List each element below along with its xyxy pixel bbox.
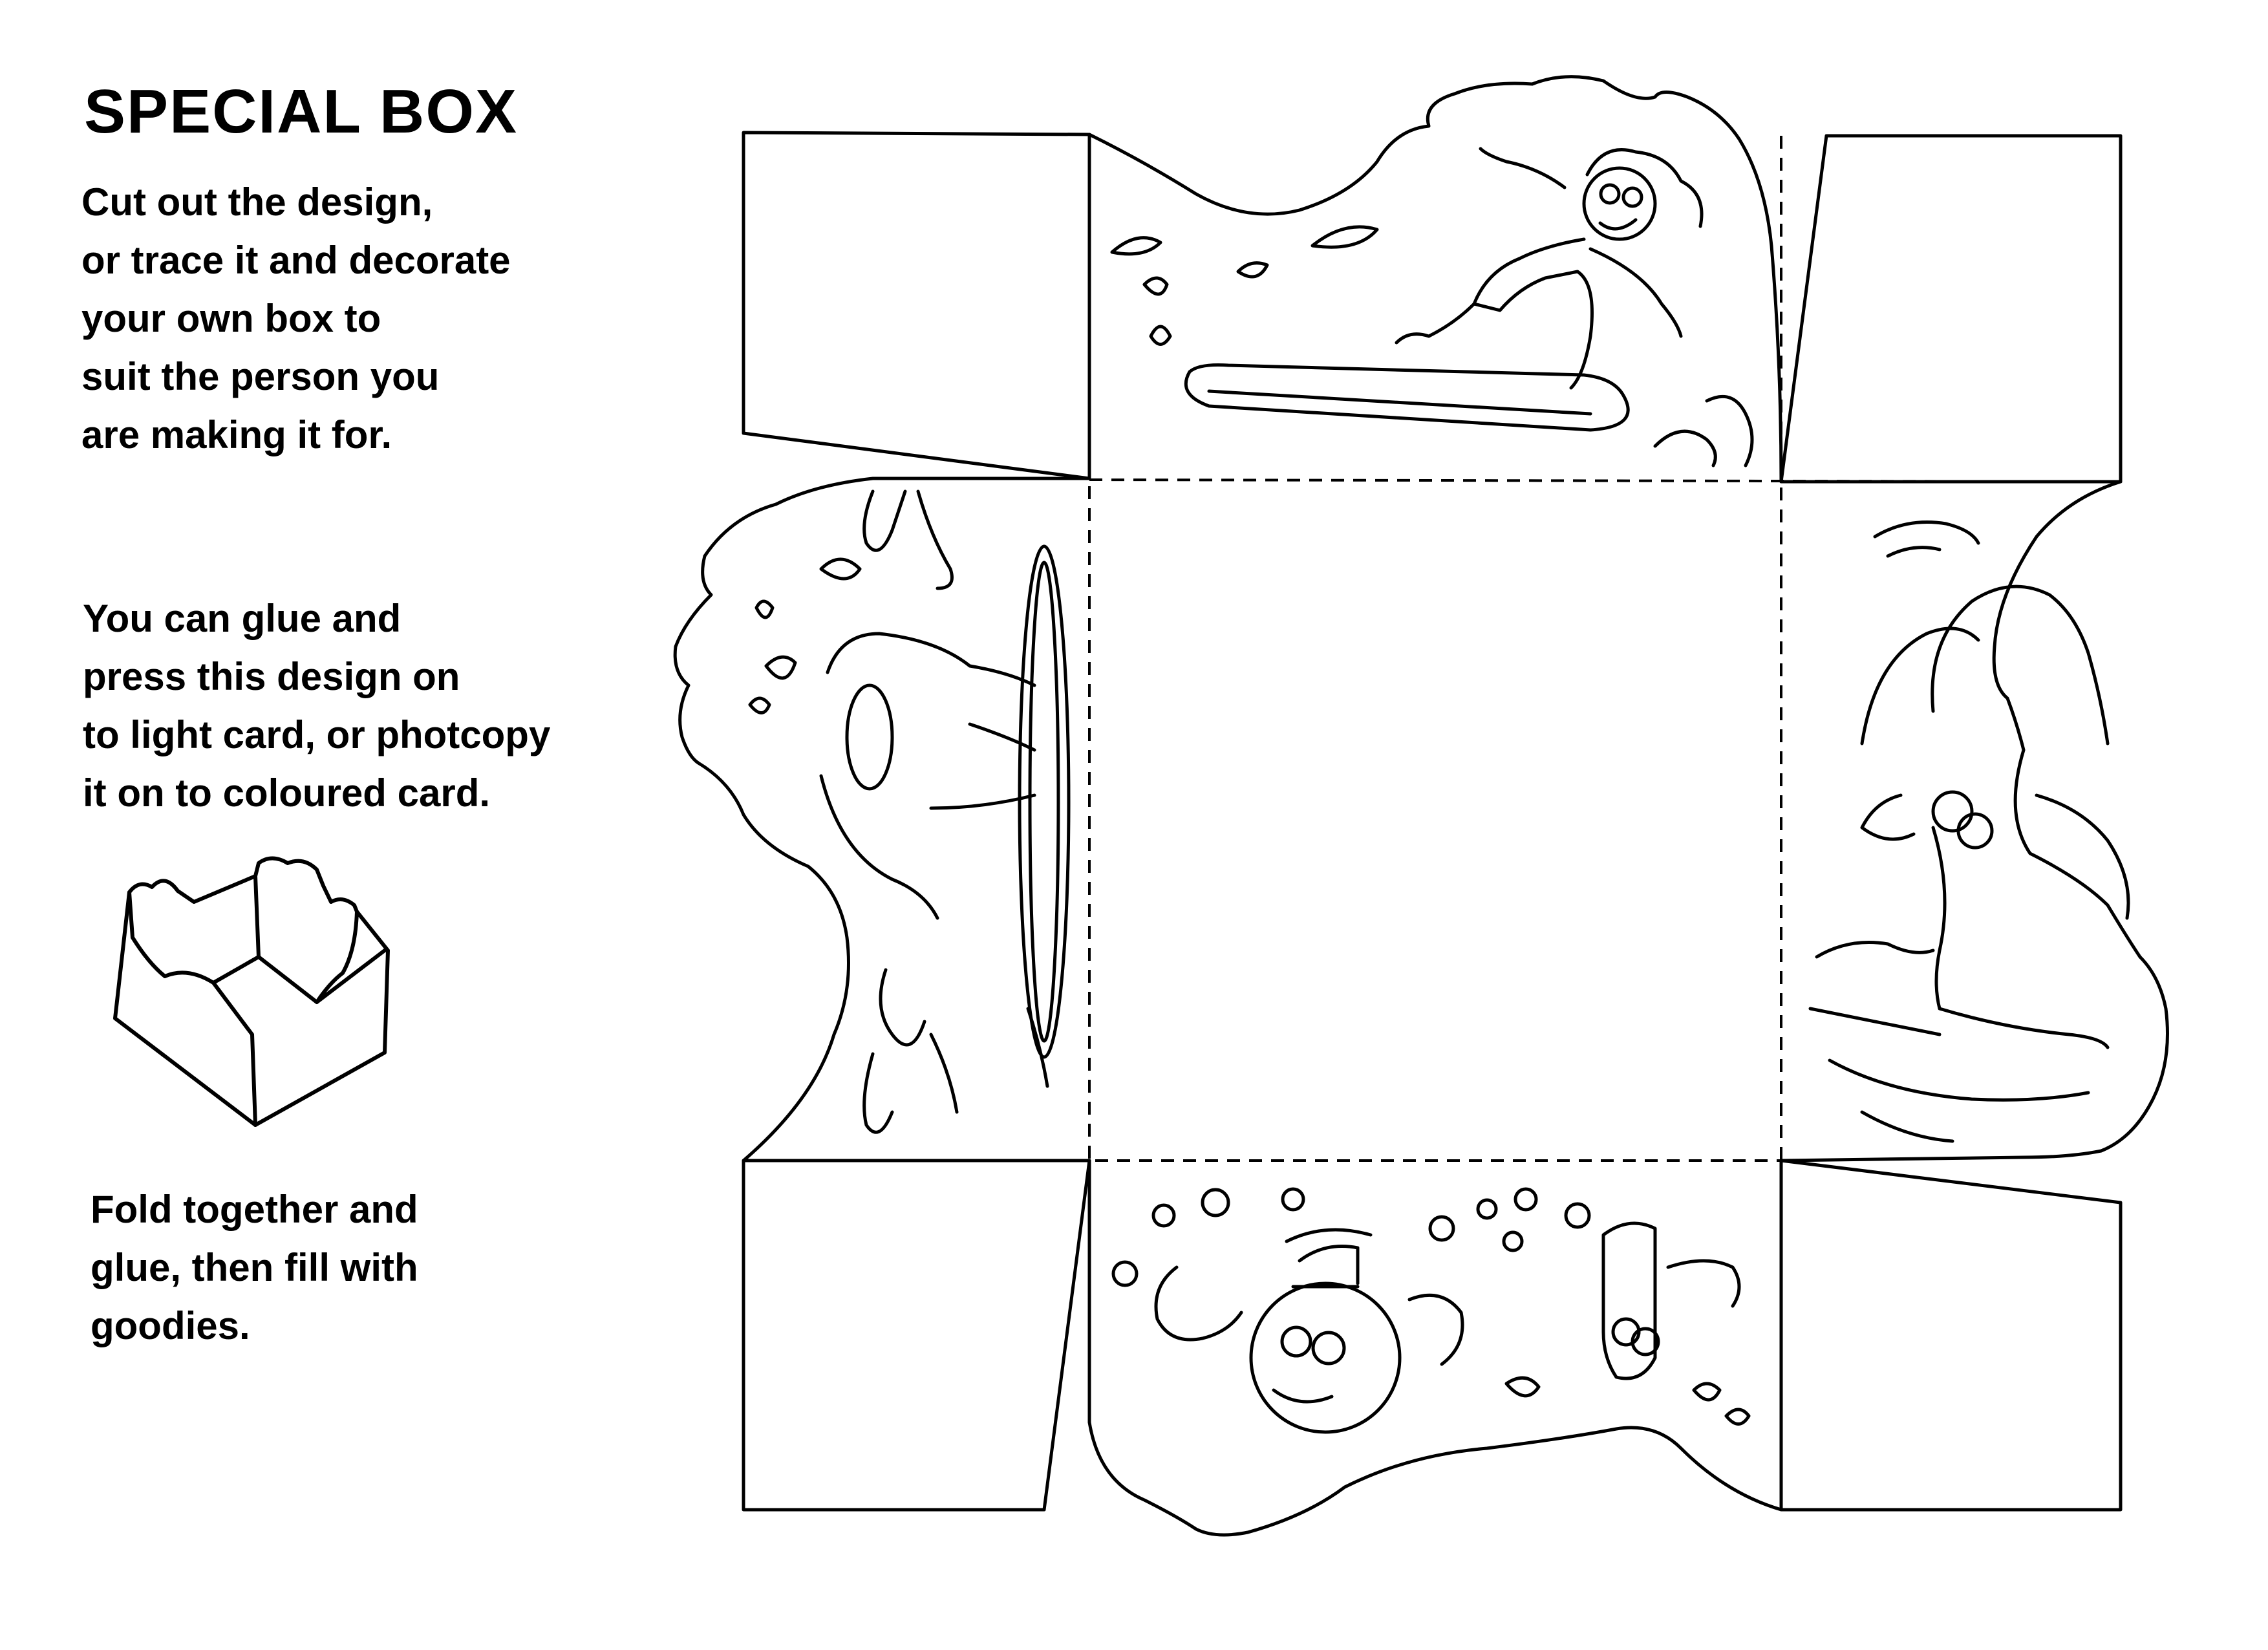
surfer-illustration <box>1110 147 1754 467</box>
instruction-line: glue, then fill with <box>91 1246 418 1289</box>
juggler-illustration <box>1111 1187 1751 1434</box>
instruction-line: it on to coloured card. <box>83 771 491 815</box>
instruction-line: your own box to <box>81 297 381 340</box>
instruction-line: You can glue and <box>83 597 401 640</box>
instruction-line: Cut out the design, <box>81 180 433 224</box>
top-flap-outline <box>1087 75 1783 484</box>
page-title: SPECIAL BOX <box>84 77 519 146</box>
instruction-line: suit the person you <box>81 355 440 398</box>
right-flap-outline <box>1779 480 2169 1162</box>
instruction-glue-card: You can glue and press this design on to… <box>83 590 550 822</box>
instruction-line: or trace it and decorate <box>81 239 511 282</box>
instruction-fold: Fold together and glue, then fill with g… <box>91 1181 418 1355</box>
glue-tab-bottom-left <box>742 1159 1091 1512</box>
parrot-illustration <box>1808 520 2130 1143</box>
left-flap-outline <box>673 477 1091 1162</box>
fold-line-top <box>1089 478 2121 483</box>
instruction-line: are making it for. <box>81 413 392 456</box>
instruction-line: press this design on <box>83 655 460 698</box>
instruction-cut-out: Cut out the design, or trace it and deco… <box>81 173 511 464</box>
bottom-flap-outline <box>1087 1159 1783 1537</box>
glue-tab-bottom-right <box>1779 1159 2123 1512</box>
diver-illustration <box>748 489 1071 1134</box>
instruction-line: Fold together and <box>91 1188 418 1231</box>
instruction-line: goodies. <box>91 1304 250 1347</box>
glue-tab-top-left <box>742 131 1091 480</box>
glue-tab-top-right <box>1779 134 2123 484</box>
instruction-line: to light card, or photcopy <box>83 713 551 756</box>
